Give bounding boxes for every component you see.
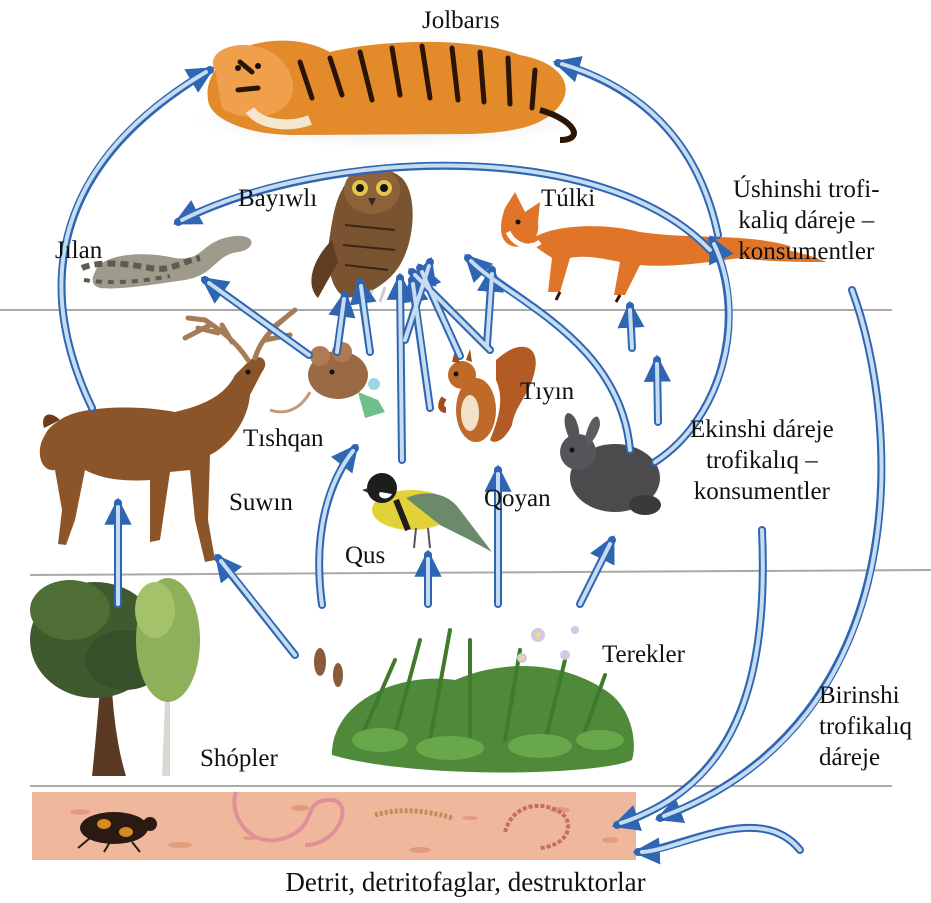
- level-first-label: Birinshi trofikalıq dáreje: [819, 680, 912, 773]
- label-bird: Qus: [345, 541, 385, 571]
- label-fox: Túlki: [541, 184, 595, 214]
- herbs-icon: [314, 626, 634, 773]
- label-squirrel: Tıyın: [520, 377, 574, 407]
- soil-band: [32, 792, 636, 860]
- level-second-label: Ekinshi dáreje trofikalıq – konsumentler: [690, 414, 834, 507]
- tiger-icon: [190, 41, 590, 148]
- label-snake: Jılan: [55, 236, 102, 266]
- label-herbs: Terekler: [602, 640, 685, 670]
- trees-icon: [30, 578, 200, 776]
- label-deer: Suwın: [229, 488, 293, 518]
- level-third-label: Úshinshi trofi- kaliq dáreje – konsument…: [733, 174, 880, 267]
- label-tiger: Jolbarıs: [422, 6, 500, 36]
- label-hare: Qoyan: [484, 484, 551, 514]
- hare-icon: [560, 413, 661, 515]
- label-trees: Shópler: [200, 744, 278, 774]
- snake-icon: [82, 236, 252, 289]
- label-mouse: Tıshqan: [243, 424, 324, 454]
- label-owl: Bayıwlı: [238, 184, 317, 214]
- detritus-caption: Detrit, detritofaglar, destruktorlar: [0, 866, 931, 898]
